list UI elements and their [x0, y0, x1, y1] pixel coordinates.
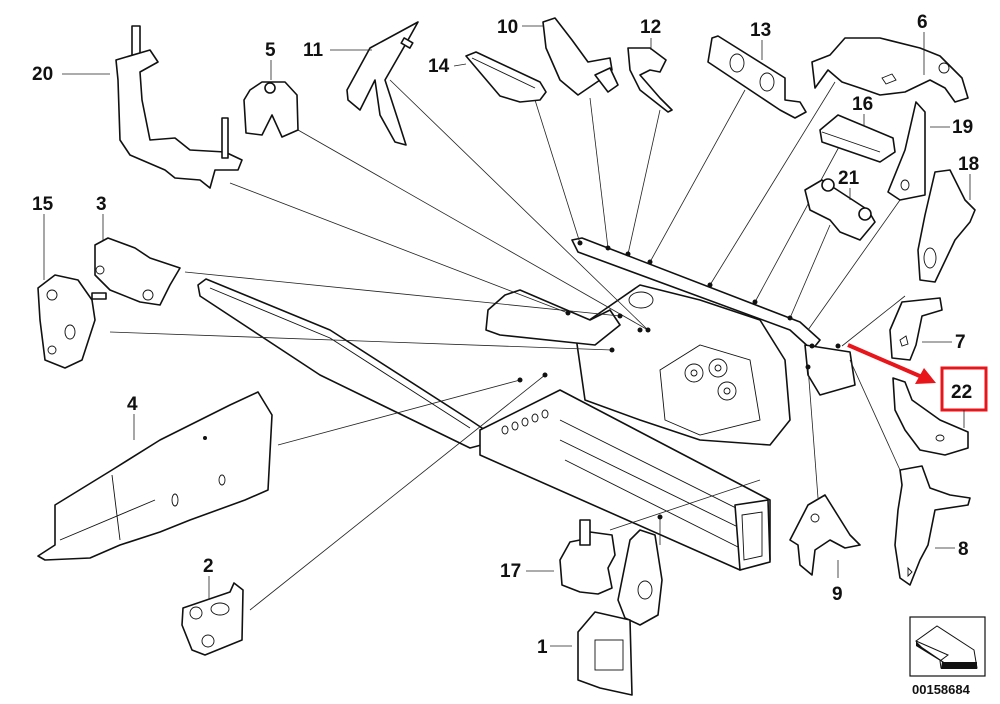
callout-21: 21: [838, 168, 860, 189]
callout-18: 18: [958, 154, 979, 175]
part-16-reinforcement: [819, 114, 896, 163]
leader-lines: [109, 79, 906, 611]
part-13-plate: [707, 35, 807, 119]
part-10-latch: [542, 17, 619, 96]
part-20-bracket: [115, 25, 243, 189]
part-19-gusset: [887, 101, 926, 201]
callout-10: 10: [497, 17, 518, 38]
part-22-bracket: [892, 377, 969, 456]
part-18-bracket: [917, 169, 976, 283]
callout-5: 5: [265, 40, 276, 61]
highlight-arrow-shaft: [847, 343, 923, 379]
callout-labels: 20 5 11 14 10 12 13 6 16 19 21 18 15 3 7…: [32, 12, 979, 658]
callout-13: 13: [750, 20, 771, 41]
part-7-bracket: [889, 297, 943, 361]
callout-7: 7: [955, 332, 966, 353]
part-2-bracket: [181, 582, 244, 656]
part-11-bracket: [346, 21, 419, 146]
main-assembly: [197, 237, 856, 571]
callout-19: 19: [952, 117, 973, 138]
highlight-arrow-head: [915, 368, 936, 384]
reference-number: 00158684: [912, 682, 971, 697]
callout-4: 4: [127, 394, 138, 415]
callout-6: 6: [917, 12, 928, 33]
callout-22: 22: [951, 382, 972, 403]
part-14-strap: [465, 51, 547, 103]
part-17-mount: [559, 519, 616, 595]
part-12-clip: [627, 47, 673, 113]
part-3-bracket: [94, 237, 181, 306]
direction-arrow-icon: [909, 616, 986, 677]
callout-15: 15: [32, 194, 54, 215]
part-8-bracket: [894, 465, 971, 586]
callout-8: 8: [958, 539, 969, 560]
part-6-bracket: [811, 37, 969, 103]
callout-2: 2: [203, 556, 214, 577]
part-21-bracket: [804, 178, 876, 241]
part-15-plate: [37, 274, 107, 369]
callout-12: 12: [640, 17, 661, 38]
part-5-mount: [243, 81, 299, 138]
part-1-bracket: [577, 529, 663, 696]
highlight-callout-22: 22: [847, 343, 988, 428]
callout-3: 3: [96, 194, 107, 215]
callout-20: 20: [32, 64, 53, 85]
callout-11: 11: [303, 40, 324, 61]
callout-16: 16: [852, 94, 873, 115]
part-4-rail-panel: [37, 391, 273, 561]
callout-9: 9: [832, 584, 843, 605]
callout-17: 17: [500, 561, 521, 582]
part-9-bracket: [789, 494, 861, 576]
callout-14: 14: [428, 56, 450, 77]
callout-1: 1: [537, 637, 548, 658]
